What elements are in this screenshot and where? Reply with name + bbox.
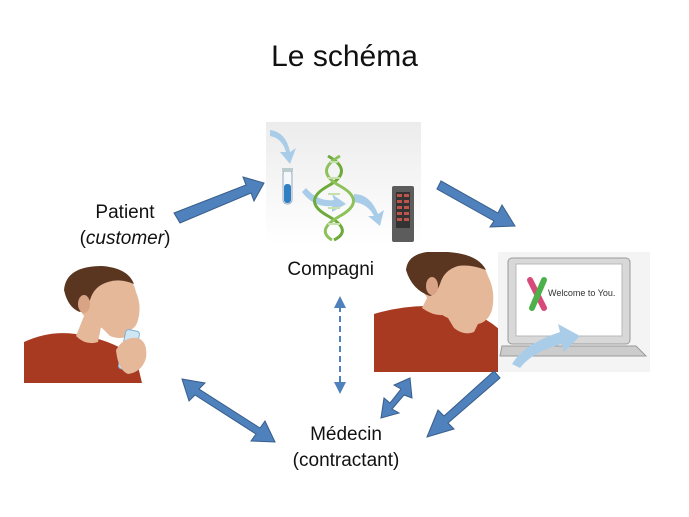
logo-x-icon [527, 277, 547, 311]
shirt [24, 333, 142, 383]
page-title: Le schéma [271, 40, 418, 73]
lab-process-panel [266, 122, 421, 244]
company-label: Compagnie [287, 259, 385, 280]
patient-label: Patient (customer) [60, 200, 190, 252]
ear [426, 277, 438, 295]
test-tube-icon [282, 168, 293, 205]
arrow-patient2-doctor [380, 377, 413, 419]
chip-icon [392, 186, 414, 242]
laptop-icon: Welcome to You. [498, 252, 650, 372]
hand [116, 337, 147, 374]
swoosh-arrow-1 [270, 130, 296, 164]
doctor-label: Médecin (contractant) [276, 422, 416, 474]
ear [78, 295, 90, 313]
swoosh-arrow-3 [354, 194, 384, 226]
hair [406, 252, 486, 296]
arrow-patient-to-company [173, 176, 265, 224]
arrow-laptop-to-doctor [426, 370, 501, 438]
patient-image [24, 266, 160, 383]
doctor-label-line1: Médecin [310, 424, 382, 445]
patient-laptop-image: Welcome to You. [374, 252, 650, 372]
swoosh-arrow-2 [302, 188, 346, 212]
patient-label-line2: (customer) [79, 228, 171, 249]
arrow-company-to-laptop [436, 180, 516, 228]
laptop-welcome-text: Welcome to You. [548, 288, 615, 298]
patient-label-line1: Patient [95, 202, 155, 223]
swoosh-arrow-laptop [512, 324, 580, 368]
arrow-patient-doctor [181, 378, 276, 443]
doctor-label-line2: (contractant) [292, 450, 400, 471]
dashed-arrow-company-doctor [334, 296, 346, 394]
dna-helix-icon [313, 154, 355, 242]
